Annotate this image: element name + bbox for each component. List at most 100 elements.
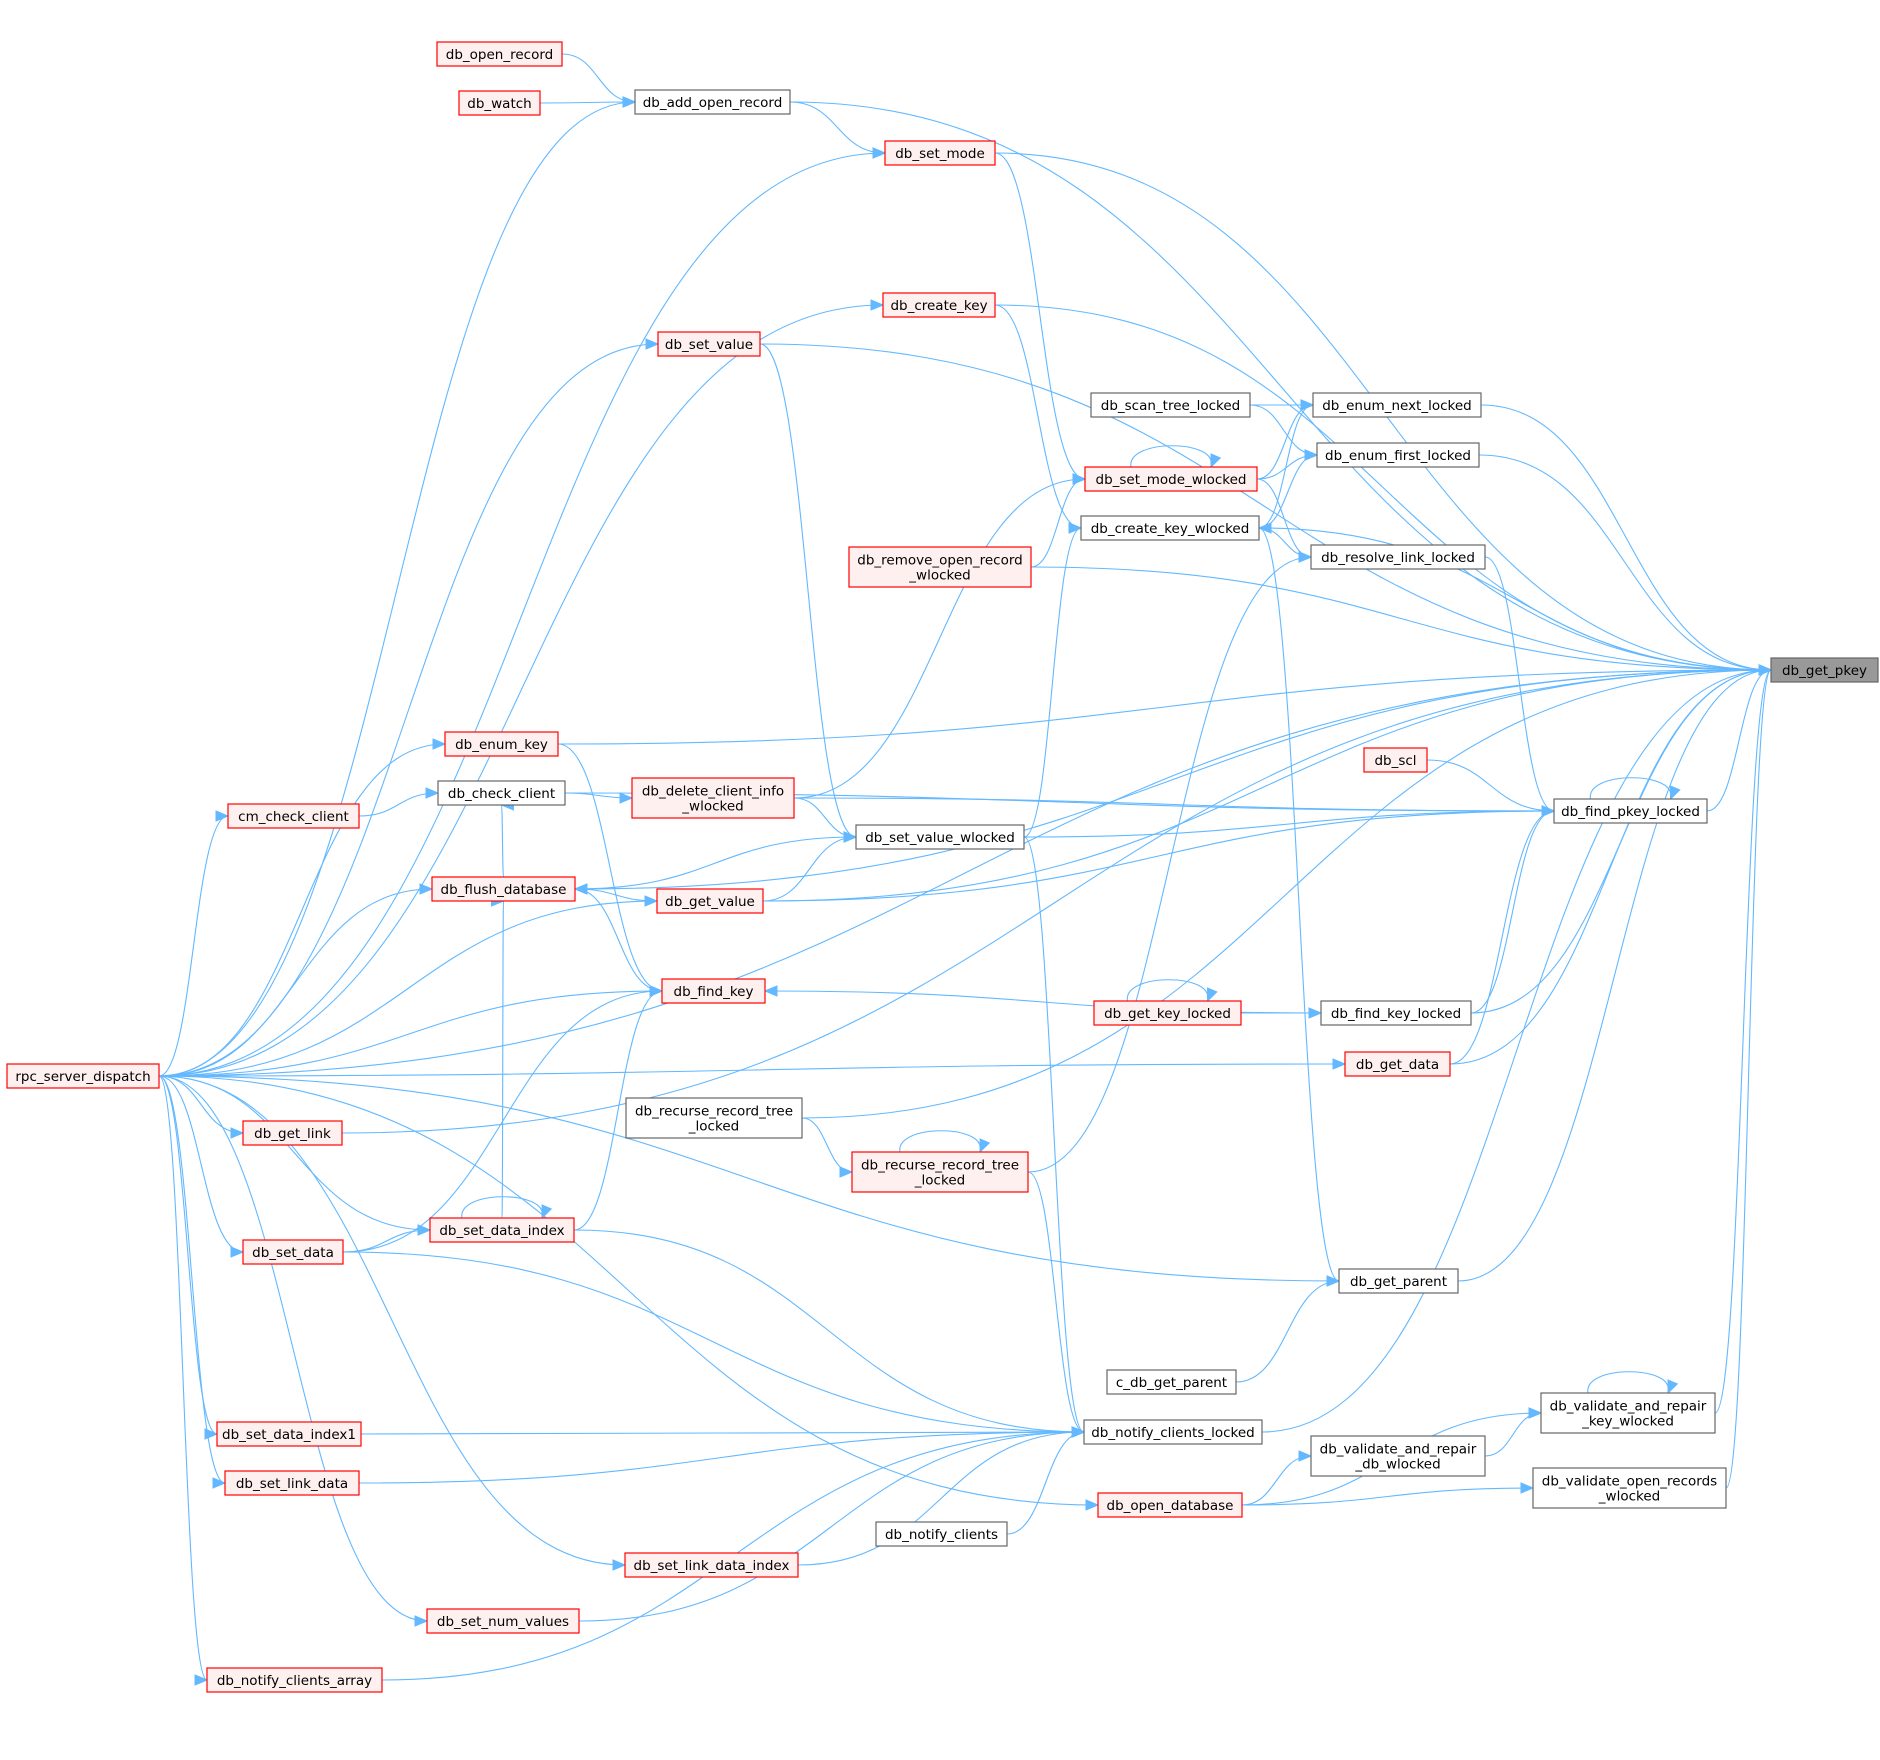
node-label: db_open_database <box>1107 1498 1234 1514</box>
node-label: _locked <box>688 1119 739 1135</box>
node-db-validate-and-repair-db-wlocked[interactable]: db_validate_and_repair_db_wlocked <box>1310 1435 1486 1477</box>
node-box <box>1316 442 1480 468</box>
node-label: db_flush_database <box>441 882 567 898</box>
edge-arrowhead <box>622 96 637 108</box>
node-c-db-get-parent[interactable]: c_db_get_parent <box>1106 1369 1237 1395</box>
node-db-set-data-index[interactable]: db_set_data_index <box>429 1217 575 1243</box>
node-label: db_set_value_wlocked <box>865 830 1015 846</box>
node-cm-check-client[interactable]: cm_check_client <box>227 803 360 829</box>
node-label: _key_wlocked <box>1581 1414 1674 1430</box>
node-db-get-key-locked[interactable]: db_get_key_locked <box>1093 1000 1242 1026</box>
node-db-set-value[interactable]: db_set_value <box>657 331 761 357</box>
edge-db_remove_open_record_wlocked-to-db_get_pkey <box>1030 566 1772 671</box>
node-box <box>1090 392 1251 418</box>
node-db-enum-key[interactable]: db_enum_key <box>444 731 559 757</box>
node-db-scan-tree-locked[interactable]: db_scan_tree_locked <box>1090 392 1251 418</box>
node-db-validate-open-records-wlocked[interactable]: db_validate_open_records_wlocked <box>1532 1467 1727 1509</box>
edge-rpc_server_dispatch-to-db_enum_key <box>158 743 446 1077</box>
node-box <box>458 90 541 116</box>
edge-arrowhead <box>230 1127 245 1139</box>
node-db-enum-first-locked[interactable]: db_enum_first_locked <box>1316 442 1480 468</box>
edge-rpc_server_dispatch-to-db_set_value <box>158 343 659 1077</box>
node-label: _wlocked <box>1598 1489 1660 1505</box>
edge-db_get_value-to-db_get_pkey <box>762 669 1772 902</box>
node-db-recurse-record-tree-locked-a[interactable]: db_recurse_record_tree_locked <box>625 1097 803 1139</box>
node-box <box>1363 747 1428 773</box>
node-box <box>624 1552 799 1578</box>
node-rpc-server-dispatch[interactable]: rpc_server_dispatch <box>6 1063 160 1089</box>
edge-rpc_server_dispatch-to-db_set_num_values <box>158 1075 428 1622</box>
node-box <box>1532 1467 1727 1509</box>
edge-rpc_server_dispatch-to-db_flush_database <box>158 888 433 1077</box>
node-label: db_open_record <box>446 47 553 63</box>
edge-db_set_data-to-db_set_data_index <box>342 1229 431 1253</box>
node-db-notify-clients[interactable]: db_notify_clients <box>875 1521 1008 1547</box>
node-box <box>429 1217 575 1243</box>
node-db-set-link-data-index[interactable]: db_set_link_data_index <box>624 1552 799 1578</box>
node-label: db_recurse_record_tree <box>861 1158 1019 1174</box>
node-db-get-parent[interactable]: db_get_parent <box>1338 1268 1459 1294</box>
edge-db_enum_key-to-db_find_key <box>557 743 663 992</box>
node-label: _wlocked <box>681 799 743 815</box>
edge-arrowhead <box>612 1559 627 1571</box>
node-db-notify-clients-locked[interactable]: db_notify_clients_locked <box>1083 1419 1263 1445</box>
node-db-notify-clients-array[interactable]: db_notify_clients_array <box>206 1667 383 1693</box>
node-db-find-key-locked[interactable]: db_find_key_locked <box>1320 1000 1472 1026</box>
node-db-open-record[interactable]: db_open_record <box>436 41 563 67</box>
node-db-set-num-values[interactable]: db_set_num_values <box>426 1608 580 1634</box>
node-box <box>1080 515 1260 541</box>
edge-db_remove_open_record_wlocked-to-db_set_mode_wlocked <box>1030 478 1086 568</box>
node-db-recurse-record-tree-locked-b[interactable]: db_recurse_record_tree_locked <box>851 1151 1029 1193</box>
node-db-delete-client-info-wlocked[interactable]: db_delete_client_info_wlocked <box>631 777 795 819</box>
node-db-find-key[interactable]: db_find_key <box>661 978 766 1004</box>
node-db-get-value[interactable]: db_get_value <box>656 888 764 914</box>
node-db-open-database[interactable]: db_open_database <box>1097 1492 1243 1518</box>
node-db-remove-open-record-wlocked[interactable]: db_remove_open_record_wlocked <box>848 546 1032 588</box>
node-db-set-mode[interactable]: db_set_mode <box>884 140 996 166</box>
node-db-flush-database[interactable]: db_flush_database <box>431 876 576 902</box>
node-db-add-open-record[interactable]: db_add_open_record <box>634 89 791 115</box>
node-db-watch[interactable]: db_watch <box>458 90 541 116</box>
node-db-find-pkey-locked[interactable]: db_find_pkey_locked <box>1553 798 1708 824</box>
edge-arrowhead <box>215 810 230 822</box>
edge-db_set_mode_wlocked-to-db_resolve_link_locked <box>1256 478 1312 558</box>
node-box <box>625 1097 803 1139</box>
edge-db_set_value-to-db_set_value_wlocked <box>759 343 857 838</box>
node-db-get-data[interactable]: db_get_data <box>1344 1051 1451 1077</box>
node-db-create-key[interactable]: db_create_key <box>882 292 996 318</box>
node-db-set-mode-wlocked[interactable]: db_set_mode_wlocked <box>1084 466 1258 492</box>
node-db-resolve-link-locked[interactable]: db_resolve_link_locked <box>1310 544 1486 570</box>
node-db-validate-and-repair-key-wlocked[interactable]: db_validate_and_repair_key_wlocked <box>1540 1392 1716 1434</box>
edge-db_set_value-to-db_get_pkey <box>759 343 1772 671</box>
edge-arrowhead <box>839 1166 854 1178</box>
node-db-set-data-index1[interactable]: db_set_data_index1 <box>216 1421 362 1447</box>
edge-db_get_data-to-db_get_pkey <box>1449 669 1772 1065</box>
edge-arrowhead <box>872 147 887 159</box>
edge-db_recurse_record_tree_locked_b-to-db_recurse_record_tree_locked_b <box>899 1130 981 1153</box>
edge-arrowhead <box>1669 785 1681 801</box>
node-box <box>855 824 1025 850</box>
node-db-create-key-wlocked[interactable]: db_create_key_wlocked <box>1080 515 1260 541</box>
node-label: db_scl <box>1374 753 1416 769</box>
node-db-set-data[interactable]: db_set_data <box>242 1239 344 1265</box>
node-box <box>242 1120 343 1146</box>
node-db-set-value-wlocked[interactable]: db_set_value_wlocked <box>855 824 1025 850</box>
node-db-check-client[interactable]: db_check_client <box>437 780 566 806</box>
edge-db_delete_client_info_wlocked-to-db_set_mode_wlocked <box>793 478 1086 799</box>
node-db-enum-next-locked[interactable]: db_enum_next_locked <box>1312 392 1482 418</box>
edge-db_find_pkey_locked-to-db_get_pkey <box>1706 669 1772 812</box>
edge-arrowhead <box>1520 1482 1535 1494</box>
node-db-get-pkey[interactable]: db_get_pkey <box>1770 657 1879 683</box>
node-db-get-link[interactable]: db_get_link <box>242 1120 343 1146</box>
node-db-set-link-data[interactable]: db_set_link_data <box>224 1470 360 1496</box>
edge-arrowhead <box>541 1204 553 1220</box>
node-label: _locked <box>914 1173 965 1189</box>
edge-db_delete_client_info_wlocked-to-db_set_value_wlocked <box>793 797 857 838</box>
node-label: rpc_server_dispatch <box>15 1069 150 1085</box>
edge-db_set_mode-to-db_set_mode_wlocked <box>994 152 1086 480</box>
node-label: db_notify_clients <box>885 1527 998 1543</box>
node-db-scl[interactable]: db_scl <box>1363 747 1428 773</box>
edge-db_get_data-to-db_find_pkey_locked <box>1449 810 1555 1065</box>
edge-rpc_server_dispatch-to-db_get_pkey <box>158 669 1772 1077</box>
edge-db_create_key_wlocked-to-db_enum_next_locked <box>1258 404 1314 529</box>
